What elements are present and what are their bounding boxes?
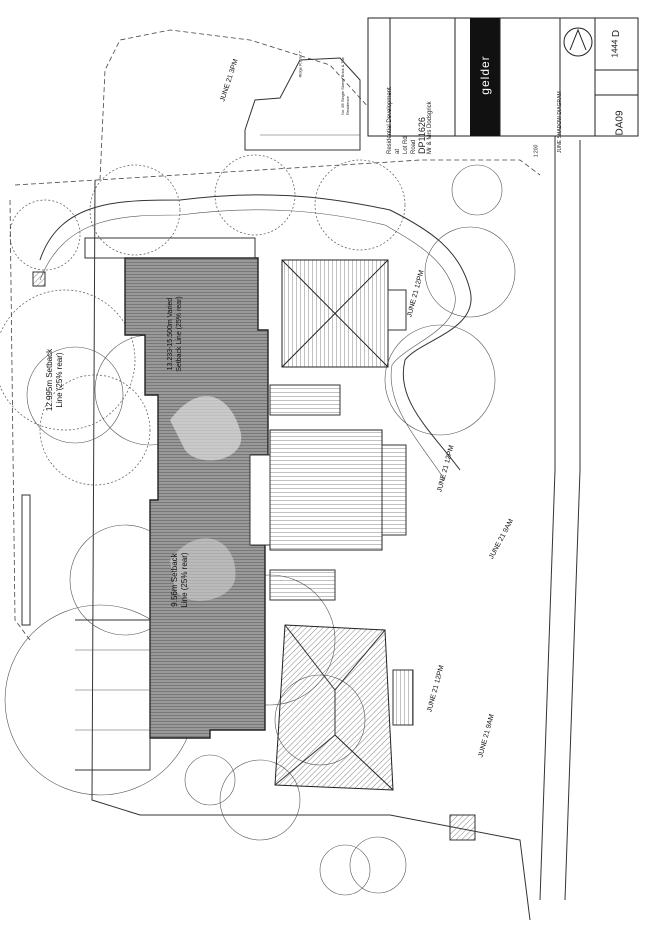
site-boundary [9,29,581,921]
title-block [367,17,639,137]
roof-top [281,259,407,368]
garden-path [39,194,472,471]
roof-bottom [274,624,414,791]
building-shadow [124,257,269,739]
roof-middle [249,429,407,551]
neighbour-building [244,57,361,151]
decks [32,237,476,841]
lower-left-fence [21,494,151,771]
